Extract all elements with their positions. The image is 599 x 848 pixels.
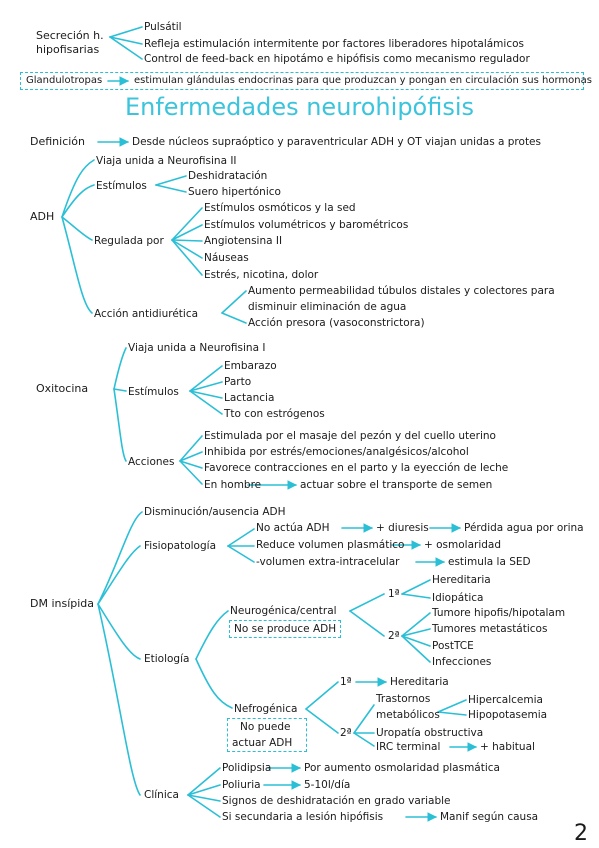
nefrogenica-label: Nefrogénica xyxy=(234,703,298,715)
oxitocina-accion-item: Estimulada por el masaje del pezón y del… xyxy=(204,430,496,442)
neuro-p2-item: Tumores metastáticos xyxy=(432,623,548,635)
neurogenica-note: No se produce ADH xyxy=(234,623,337,635)
clinica-result: 5-10l/día xyxy=(304,779,351,791)
oxitocina-estimulo-item: Parto xyxy=(224,376,252,388)
adh-accion-label: Acción antidiurética xyxy=(94,308,199,320)
trastornos-label-2: metabólicos xyxy=(376,709,440,721)
uropatia: Uropatía obstructiva xyxy=(376,727,484,739)
neuro-secundaria: 2ª xyxy=(388,630,400,642)
glandulotropas-label: Glandulotropas xyxy=(26,75,103,86)
clinica-item: Polidipsia xyxy=(222,762,272,774)
adh-regulada-item: Estímulos volumétricos y barométricos xyxy=(204,219,409,231)
oxitocina-accion-item: Inhibida por estrés/emociones/analgésico… xyxy=(204,446,469,458)
fisio-item: estimula la SED xyxy=(448,556,531,568)
irc-terminal: IRC terminal xyxy=(376,741,441,753)
oxitocina-label: Oxitocina xyxy=(36,382,89,395)
adh-regulada-item: Náuseas xyxy=(204,252,249,264)
oxitocina-hombre-result: actuar sobre el transporte de semen xyxy=(300,479,493,491)
adh-accion-item: disminuir eliminación de agua xyxy=(248,301,407,313)
neuro-p1-item: Hereditaria xyxy=(432,574,491,586)
dm-clinica-label: Clínica xyxy=(144,789,179,801)
neuro-p2-item: Tumore hipofis/hipotalam xyxy=(432,607,566,619)
adh-accion-item: Acción presora (vasoconstrictora) xyxy=(248,317,425,329)
page-title: Enfermedades neurohipófisis xyxy=(124,93,475,121)
clinica-result: Manif según causa xyxy=(440,811,539,823)
nefrogenica-note: No puede xyxy=(240,721,291,733)
glandulotropas-text: estimulan glándulas endocrinas para que … xyxy=(134,75,592,86)
secrecion-label: Secreción h. xyxy=(36,29,104,42)
fisio-item: + diuresis xyxy=(376,522,429,534)
secrecion-item: Pulsátil xyxy=(144,21,182,33)
trastorno-item: Hipercalcemia xyxy=(468,694,543,706)
clinica-result: Por aumento osmolaridad plasmática xyxy=(304,762,500,774)
nefro-primaria: 1ª xyxy=(340,676,352,688)
adh-regulada-item: Estímulos osmóticos y la sed xyxy=(204,202,356,214)
nefrogenica-note-box xyxy=(227,718,307,752)
adh-accion-item: Aumento permeabilidad túbulos distales y… xyxy=(248,285,555,297)
oxitocina-estimulo-item: Lactancia xyxy=(224,392,275,404)
oxitocina-estimulos-label: Estímulos xyxy=(128,386,179,398)
adh-regulada-item: Angiotensina II xyxy=(204,235,283,247)
oxitocina-estimulo-item: Tto con estrógenos xyxy=(224,408,325,420)
adh-estimulo-item: Suero hipertónico xyxy=(188,186,281,198)
neuro-primaria: 1ª xyxy=(388,588,400,600)
trastorno-item: Hipopotasemia xyxy=(468,709,548,721)
nefro-secundaria: 2ª xyxy=(340,727,352,739)
neuro-p2-item: Infecciones xyxy=(432,656,492,668)
neuro-p1-item: Idiopática xyxy=(432,592,484,604)
adh-estimulo-item: Deshidratación xyxy=(188,170,268,182)
page-number: 2 xyxy=(574,821,588,846)
oxitocina-accion-item: Favorece contracciones en el parto y la … xyxy=(204,462,509,474)
adh-estimulos-label: Estímulos xyxy=(96,180,147,192)
dm-fisio-label: Fisiopatología xyxy=(144,540,217,552)
oxitocina-viaja: Viaja unida a Neurofisina I xyxy=(128,342,266,354)
nefrogenica-note-2: actuar ADH xyxy=(232,737,293,749)
clinica-item: Poliuria xyxy=(222,779,261,791)
irc-result: + habitual xyxy=(480,741,535,753)
neurogenica-label: Neurogénica/central xyxy=(230,605,337,617)
fisio-item: Reduce volumen plasmático xyxy=(256,539,405,551)
secrecion-item: Control de feed-back en hipotámo e hipóf… xyxy=(144,53,530,65)
fisio-item: -volumen extra-intracelular xyxy=(256,556,400,568)
trastornos-label: Trastornos xyxy=(376,693,431,705)
oxitocina-accion-item: En hombre xyxy=(204,479,262,491)
fisio-item: No actúa ADH xyxy=(256,522,330,534)
fisio-item: Pérdida agua por orina xyxy=(464,522,584,534)
adh-viaja: Viaja unida a Neurofisina II xyxy=(96,155,237,167)
dm-disminucion: Disminución/ausencia ADH xyxy=(144,506,286,518)
glandulotropas-box xyxy=(20,72,584,90)
definicion-text: Desde núcleos supraóptico y paraventricu… xyxy=(132,136,541,148)
secrecion-label-2: hipofisarias xyxy=(36,43,100,56)
clinica-item: Si secundaria a lesión hipófisis xyxy=(222,811,384,823)
adh-label: ADH xyxy=(30,210,55,223)
nefro-p1-item: Hereditaria xyxy=(390,676,449,688)
adh-regulada-item: Estrés, nicotina, dolor xyxy=(204,269,319,281)
oxitocina-acciones-label: Acciones xyxy=(128,456,175,468)
neuro-p2-item: PostTCE xyxy=(432,640,474,652)
oxitocina-estimulo-item: Embarazo xyxy=(224,360,277,372)
neurogenica-note-box xyxy=(229,620,341,638)
secrecion-item: Refleja estimulación intermitente por fa… xyxy=(144,38,524,50)
dm-etiologia-label: Etiología xyxy=(144,653,190,665)
adh-regulada-label: Regulada por xyxy=(94,235,164,247)
dm-label: DM insípida xyxy=(30,597,95,610)
fisio-item: + osmolaridad xyxy=(424,539,502,551)
definicion-label: Definición xyxy=(30,135,85,148)
clinica-item: Signos de deshidratación en grado variab… xyxy=(222,795,451,807)
